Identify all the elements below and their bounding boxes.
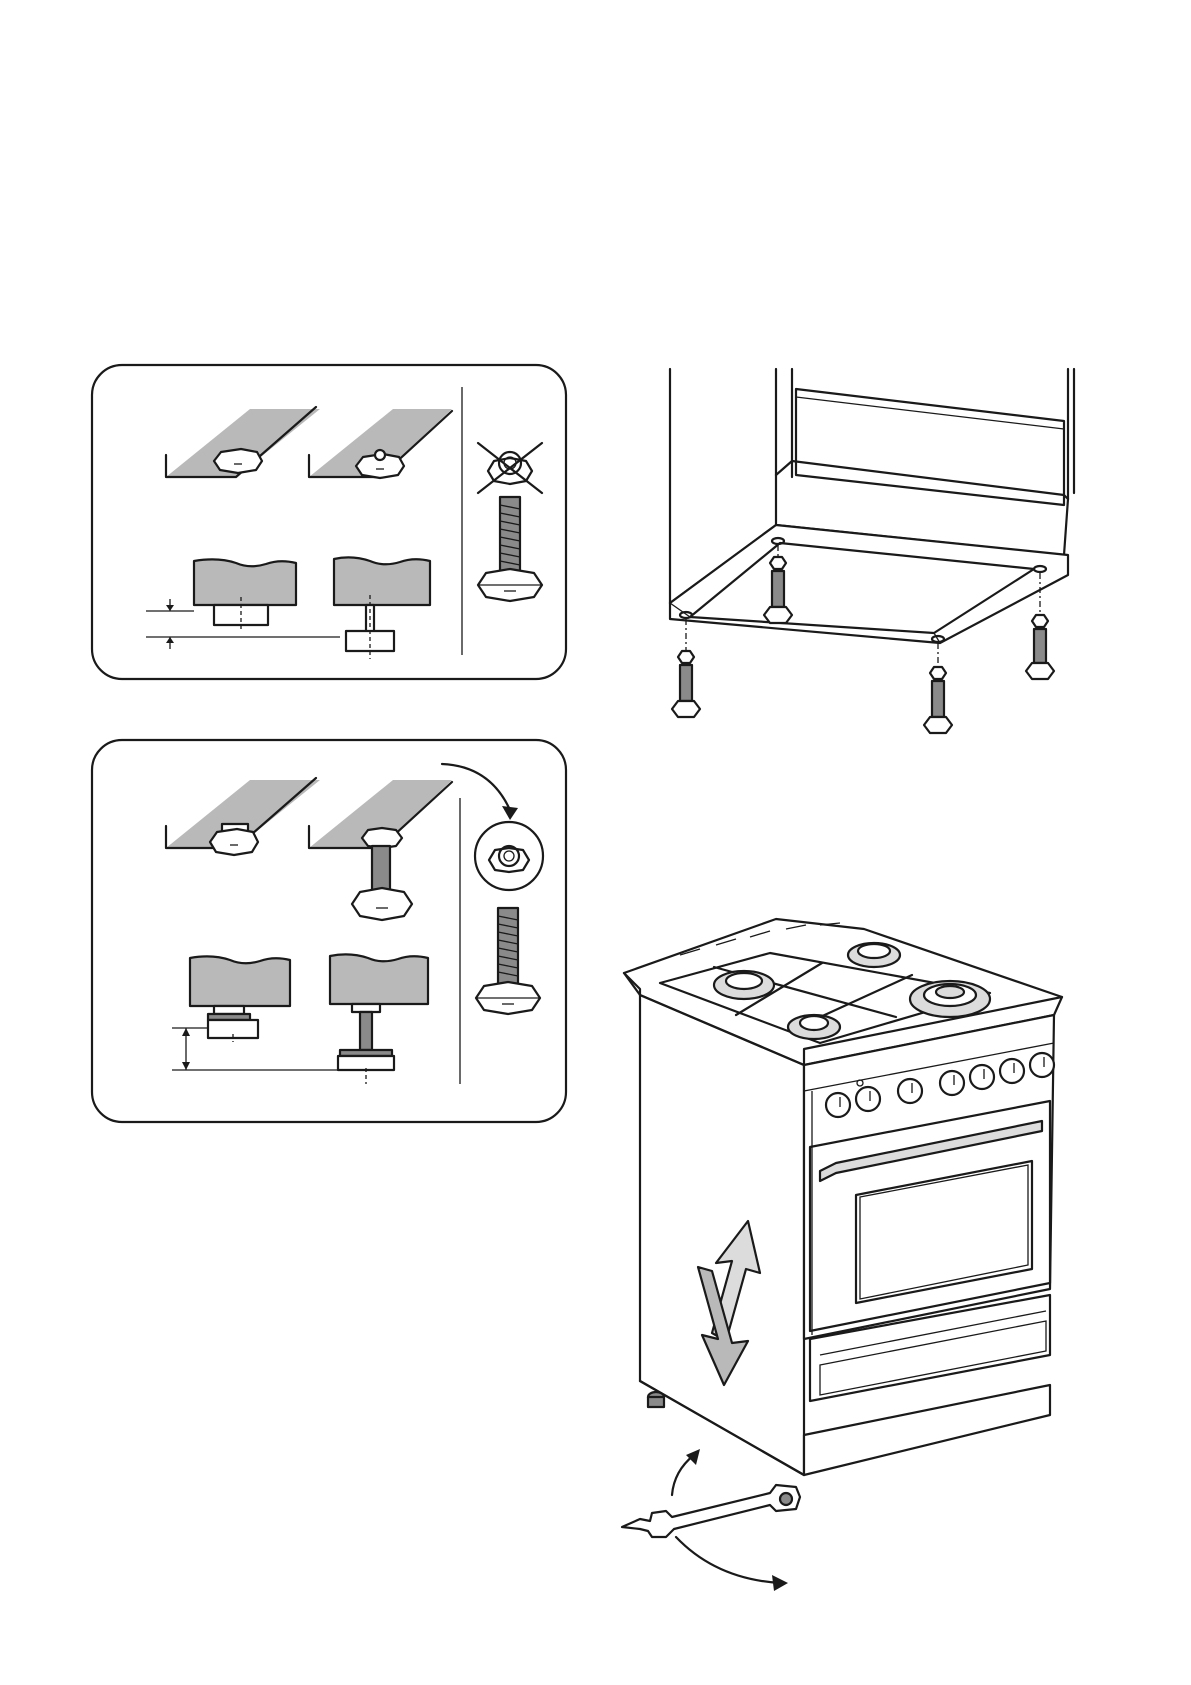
up-down-arrow-icon bbox=[698, 1221, 760, 1385]
burner-back-right bbox=[848, 943, 900, 967]
burner-front-right bbox=[910, 981, 990, 1017]
shelf-corner-left bbox=[166, 778, 320, 855]
nut-in-circle bbox=[475, 822, 543, 890]
leveling-foot-bolt bbox=[476, 908, 540, 1014]
panel-top-feet-detail bbox=[90, 363, 568, 681]
cooker-with-spanner bbox=[620, 915, 1080, 1600]
panel-bottom-feet-detail bbox=[90, 738, 568, 1124]
foot-front-right bbox=[924, 636, 952, 733]
foot-front-left bbox=[672, 612, 700, 717]
burner-front-left bbox=[788, 1015, 840, 1039]
panel-block-right bbox=[334, 557, 430, 659]
shelf-corner-right bbox=[309, 780, 452, 920]
panel-block-left bbox=[194, 559, 296, 629]
shelf-corner-right bbox=[309, 409, 452, 478]
shelf-corner-left bbox=[166, 407, 320, 477]
burner-back-left bbox=[714, 971, 774, 999]
panel-block-left bbox=[190, 956, 290, 1042]
panel-block-right bbox=[330, 954, 428, 1084]
cabinet-base-with-feet bbox=[650, 365, 1090, 745]
curved-arrow-icon bbox=[442, 764, 518, 820]
foot bbox=[648, 1392, 664, 1407]
cross-out-icon bbox=[478, 443, 542, 493]
spanner bbox=[622, 1485, 800, 1537]
leveling-foot-bolt bbox=[478, 497, 542, 601]
